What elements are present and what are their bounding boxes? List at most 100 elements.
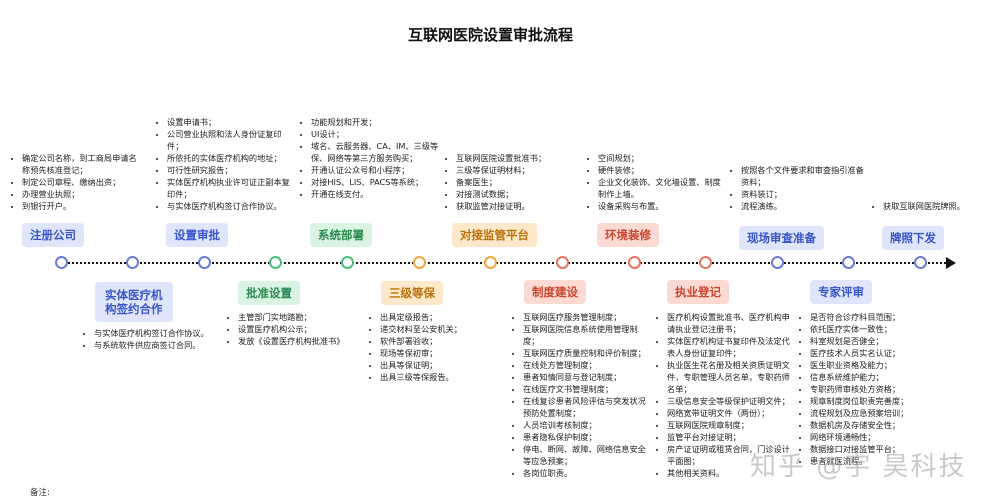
list-item: 与系统软件供应商签订合同。 (94, 339, 224, 351)
list-item: 互联网医院设置批准书； (456, 152, 584, 164)
timeline-node (484, 256, 497, 269)
step-items-setup-approval: 设置申请书； 公司营业执照和法人身份证复印件； 所依托的实体医疗机构的地址； 可… (155, 116, 295, 212)
step-items-approved: 主管部门实地踏勘； 设置医疗机构公示； 发放《设置医疗机构批准书》 (226, 311, 366, 347)
list-item: 发放《设置医疗机构批准书》 (238, 335, 366, 347)
list-item: 人员培训考核制度； (523, 419, 653, 431)
note-label: 备注: (30, 488, 50, 498)
list-item: 出具定级报告； (380, 311, 508, 323)
list-item: 出具等保证明； (380, 359, 508, 371)
list-item: 网络宽带证明文件（两份）； (667, 407, 797, 419)
list-item: 数据机房及存储安全性； (810, 419, 940, 431)
list-item: 房产证证明或租赁合同，门诊设计平面图； (667, 443, 797, 467)
list-item: 互联网医疗服务管理制度； (523, 311, 653, 323)
timeline-node (55, 256, 68, 269)
step-items-inspection-prep: 按照各个文件要求和审查指引准备资料； 资料装订； 流程演练。 (729, 164, 869, 212)
list-item: 互联网医院信息系统使用管理制度； (523, 323, 653, 347)
list-item: 医生职业资格及能力； (810, 359, 940, 371)
step-items-hospital-partner: 与实体医疗机构签订合作协议。 与系统软件供应商签订合同。 (82, 327, 224, 351)
step-label-hospital-partner: 实体医疗机 构签约合作 (95, 282, 173, 322)
timeline-node (771, 256, 784, 269)
list-item: 备案医生； (456, 176, 584, 188)
list-item: 数据接口对接监管平台； (810, 443, 940, 455)
list-item: 公司营业执照和法人身份证复印件； (167, 128, 295, 152)
list-item: 三级等保证明材料； (456, 164, 584, 176)
list-item: 开通认证公众号和小程序； (311, 164, 439, 176)
list-item: 依托医疗实体一致性； (810, 323, 940, 335)
list-item: 域名、云服务器、CA、IM、三级等保、网络等第三方服务购买； (311, 140, 439, 164)
list-item: 设置申请书； (167, 116, 295, 128)
step-items-regulator-link: 互联网医院设置批准书； 三级等保证明材料； 备案医生； 对接测试数据； 获取监管… (444, 152, 584, 212)
step-label-system-deploy: 系统部署 (310, 223, 372, 247)
step-label-setup-approval: 设置审批 (166, 223, 228, 247)
list-item: 在线处方管理制度； (523, 359, 653, 371)
list-item: 设备采购与布置。 (598, 200, 726, 212)
list-item: 办理营业执照； (22, 188, 142, 200)
list-item: UI设计； (311, 128, 439, 140)
list-item: 信息系统维护能力； (810, 371, 940, 383)
list-item: 对接测试数据； (456, 188, 584, 200)
timeline-node (556, 256, 569, 269)
list-item: 主管部门实地踏勘； (238, 311, 366, 323)
step-label-approved: 批准设置 (238, 281, 300, 305)
list-item: 科室规划是否健全； (810, 335, 940, 347)
step-items-expert-review: 是否符合诊疗科目范围； 依托医疗实体一致性； 科室规划是否健全； 医疗技术人员实… (798, 311, 940, 467)
list-item: 互联网医疗质量控制和评价制度； (523, 347, 653, 359)
timeline-node (198, 256, 211, 269)
step-items-practice-registration: 医疗机构设置批准书、医疗机构申请执业登记注册书； 实体医疗机构证书复印件及法定代… (655, 311, 797, 479)
step-items-decoration: 空间规划； 硬件装修； 企业文化装饰、文化墙设置、制度制作上墙。 设备采购与布置… (586, 152, 726, 212)
timeline-node (842, 256, 855, 269)
timeline-node (699, 256, 712, 269)
list-item: 与实体医疗机构签订合作协议。 (94, 327, 224, 339)
watermark: 知乎 @宇 昊科技 (750, 452, 967, 482)
timeline-node (126, 256, 139, 269)
list-item: 患者就医流程。 (810, 455, 940, 467)
step-label-practice-registration: 执业登记 (667, 280, 729, 304)
list-item: 流程演练。 (741, 200, 869, 212)
list-item: 执业医生花名册及相关资质证明文件，专职管理人员名单，专职药师名单； (667, 359, 797, 395)
list-item: 三级信息安全等级保护证明文件； (667, 395, 797, 407)
list-item: 现场等保初审； (380, 347, 508, 359)
list-item: 患者知情同意与登记制度； (523, 371, 653, 383)
list-item: 规章制度岗位职责完善度； (810, 395, 940, 407)
list-item: 其他相关资料。 (667, 467, 797, 479)
list-item: 网络环境通畅性； (810, 431, 940, 443)
step-label-decoration: 环境装修 (597, 223, 659, 247)
list-item: 对接HIS、LIS、PACS等系统； (311, 176, 439, 188)
list-item: 在线医疗文书管理制度； (523, 383, 653, 395)
list-item: 在线复诊患者风险评估与突发状况预防处置制度； (523, 395, 653, 419)
list-item: 医疗技术人员实名认证； (810, 347, 940, 359)
step-label-line: 构签约合作 (105, 302, 163, 316)
timeline-node (269, 256, 282, 269)
list-item: 设置医疗机构公示； (238, 323, 366, 335)
list-item: 与实体医疗机构签订合作协议。 (167, 200, 295, 212)
step-label-license-issue: 牌照下发 (882, 226, 944, 250)
step-items-license-issue: 获取互联网医院牌照。 (871, 200, 981, 212)
list-item: 企业文化装饰、文化墙设置、制度制作上墙。 (598, 176, 726, 200)
timeline-node (628, 256, 641, 269)
step-label-line: 实体医疗机 (105, 288, 163, 302)
list-item: 可行性研究报告； (167, 164, 295, 176)
list-item: 专职药师审核处方资格； (810, 383, 940, 395)
step-items-register-company: 确定公司名称，到工商局申请名称预先核准登记； 制定公司章程、缴纳出资； 办理营业… (10, 152, 142, 212)
list-item: 软件部署验收； (380, 335, 508, 347)
list-item: 所依托的实体医疗机构的地址； (167, 152, 295, 164)
step-label-rule-building: 制度建设 (524, 280, 586, 304)
list-item: 医疗机构设置批准书、医疗机构申请执业登记注册书； (667, 311, 797, 335)
list-item: 开通在线支付。 (311, 188, 439, 200)
list-item: 硬件装修； (598, 164, 726, 176)
list-item: 功能规划和开发； (311, 116, 439, 128)
list-item: 是否符合诊疗科目范围； (810, 311, 940, 323)
timeline-arrow-icon (946, 257, 956, 269)
step-label-inspection-prep: 现场审查准备 (739, 226, 824, 250)
step-label-regulator-link: 对接监管平台 (452, 223, 537, 247)
list-item: 获取监管对接证明。 (456, 200, 584, 212)
list-item: 监管平台对接证明； (667, 431, 797, 443)
list-item: 实体医疗机构执业许可证正副本复印件； (167, 176, 295, 200)
step-items-rule-building: 互联网医疗服务管理制度； 互联网医院信息系统使用管理制度； 互联网医疗质量控制和… (511, 311, 653, 479)
list-item: 空间规划； (598, 152, 726, 164)
list-item: 停电、断网、故障、网络信息安全等应急预案； (523, 443, 653, 467)
timeline-node (914, 256, 927, 269)
list-item: 患者隐私保护制度； (523, 431, 653, 443)
list-item: 资料装订； (741, 188, 869, 200)
list-item: 到银行开户。 (22, 200, 142, 212)
